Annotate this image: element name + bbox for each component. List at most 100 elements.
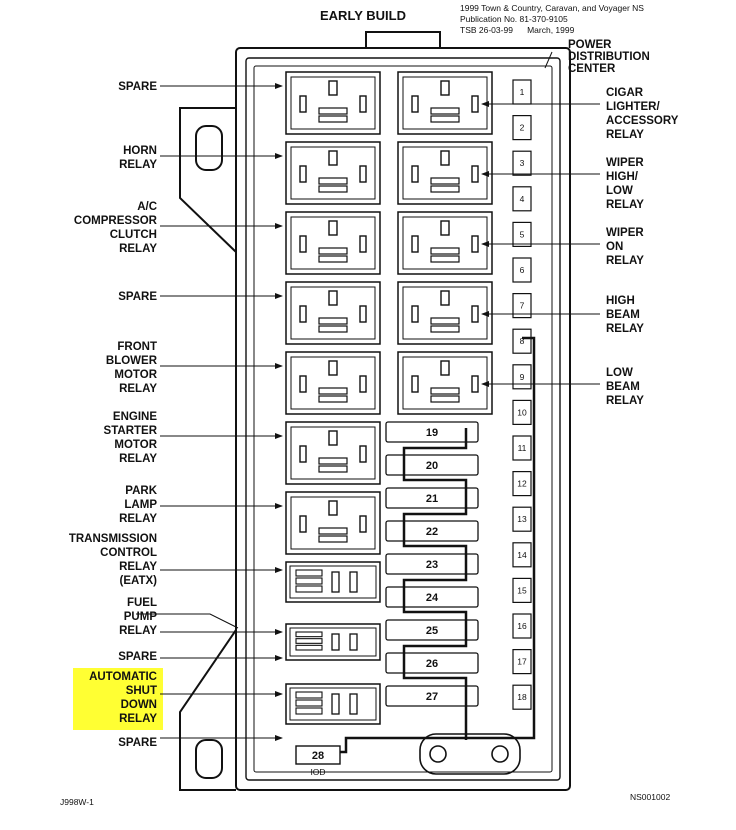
maxi-fuse-22[interactable]: 22 bbox=[385, 520, 479, 542]
maxi-fuse-number: 19 bbox=[426, 427, 438, 439]
relay-left-7[interactable] bbox=[285, 491, 381, 555]
label-line: MOTOR bbox=[114, 439, 157, 451]
fuse-15[interactable]: 15 bbox=[512, 577, 532, 604]
fuse-3[interactable]: 3 bbox=[512, 150, 532, 176]
left-label-4: SPARE bbox=[118, 291, 157, 303]
relay-left-5[interactable] bbox=[285, 351, 381, 415]
fuse-number: 17 bbox=[517, 657, 527, 667]
maxi-fuse-26[interactable]: 26 bbox=[385, 652, 479, 674]
relay-left-1[interactable] bbox=[285, 71, 381, 135]
fuse-number: 1 bbox=[520, 87, 525, 97]
fuse-number: 18 bbox=[517, 692, 527, 702]
iod-fuse[interactable]: 28 bbox=[295, 745, 341, 765]
fuse-5[interactable]: 5 bbox=[512, 221, 532, 247]
bus-bar-maxi bbox=[402, 428, 468, 740]
mini-relay-fuel-spare[interactable] bbox=[285, 623, 381, 661]
bracket-slot-bottom bbox=[195, 739, 223, 779]
fuse-2[interactable]: 2 bbox=[512, 114, 532, 141]
relay-left-6[interactable] bbox=[285, 421, 381, 485]
fuse-13[interactable]: 13 bbox=[512, 506, 532, 532]
label-line: BEAM bbox=[606, 309, 640, 321]
label-line: HORN bbox=[123, 145, 157, 157]
fuse-6[interactable]: 6 bbox=[512, 257, 532, 283]
relay-right-3[interactable] bbox=[397, 211, 493, 275]
label-line: LIGHTER/ bbox=[606, 101, 660, 113]
label-line: SPARE bbox=[118, 81, 157, 93]
fuse-7[interactable]: 7 bbox=[512, 293, 532, 319]
publication-line-1: 1999 Town & Country, Caravan, and Voyage… bbox=[460, 3, 644, 13]
fuse-8[interactable]: 8 bbox=[512, 328, 532, 354]
label-line: ON bbox=[606, 241, 623, 253]
label-line: RELAY bbox=[606, 129, 644, 141]
maxi-fuse-number: 26 bbox=[426, 658, 438, 670]
maxi-fuse-19[interactable]: 19 bbox=[385, 421, 479, 443]
left-label-12: SPARE bbox=[118, 737, 157, 749]
label-line: DOWN bbox=[121, 699, 157, 711]
label-line: (EATX) bbox=[120, 575, 158, 587]
right-label-2: WIPER HIGH/LOW RELAY bbox=[606, 157, 644, 211]
fuse-number: 6 bbox=[520, 265, 525, 275]
left-label-1: SPARE bbox=[118, 81, 157, 93]
relay-left-3[interactable] bbox=[285, 211, 381, 275]
relay-right-4[interactable] bbox=[397, 281, 493, 345]
maxi-fuse-number: 24 bbox=[426, 592, 439, 604]
maxi-fuse-25[interactable]: 25 bbox=[385, 619, 479, 641]
label-line: WIPER bbox=[606, 157, 644, 169]
label-line: RELAY bbox=[606, 199, 644, 211]
relay-right-1[interactable] bbox=[397, 71, 493, 135]
label-line: SPARE bbox=[118, 291, 157, 303]
label-line: HIGH/ bbox=[606, 171, 639, 183]
maxi-fuse-20[interactable]: 20 bbox=[385, 454, 479, 476]
label-line: SPARE bbox=[118, 737, 157, 749]
fuse-16[interactable]: 16 bbox=[512, 613, 532, 639]
fuse-11[interactable]: 11 bbox=[512, 435, 532, 461]
maxi-fuse-27[interactable]: 27 bbox=[385, 685, 479, 707]
fuse-10[interactable]: 10 bbox=[512, 399, 532, 425]
iod-label: IOD bbox=[310, 767, 325, 777]
fuse-1[interactable]: 1 bbox=[512, 79, 532, 105]
mini-relay-transmission[interactable] bbox=[285, 561, 381, 603]
label-line: FRONT bbox=[117, 341, 157, 353]
pdc-label-leader bbox=[544, 51, 553, 69]
fuse-14[interactable]: 14 bbox=[512, 542, 532, 568]
diagram-title: EARLY BUILD bbox=[320, 8, 406, 23]
publication-line-2: Publication No. 81-370-9105 bbox=[460, 14, 568, 24]
maxi-fuse-number: 20 bbox=[426, 460, 438, 472]
label-line: RELAY bbox=[119, 159, 157, 171]
label-line: LAMP bbox=[124, 499, 157, 511]
mounting-boss bbox=[419, 733, 521, 775]
fuse-number: 13 bbox=[517, 514, 527, 524]
fuse-17[interactable]: 17 bbox=[512, 648, 532, 675]
relay-left-4[interactable] bbox=[285, 281, 381, 345]
fuse-12[interactable]: 12 bbox=[512, 471, 532, 497]
label-line: MOTOR bbox=[114, 369, 157, 381]
label-line: LOW bbox=[606, 185, 633, 197]
pdc-housing bbox=[179, 31, 571, 791]
relay-right-5[interactable] bbox=[397, 351, 493, 415]
label-line: RELAY bbox=[606, 395, 644, 407]
relay-right-2[interactable] bbox=[397, 141, 493, 205]
fuse-4[interactable]: 4 bbox=[512, 186, 532, 212]
label-line: TRANSMISSION bbox=[69, 533, 157, 545]
mini-relay-asd[interactable] bbox=[285, 683, 381, 725]
fuse-18[interactable]: 18 bbox=[512, 684, 532, 710]
footer-right-code: NS001002 bbox=[630, 792, 670, 802]
relay-left-2[interactable] bbox=[285, 141, 381, 205]
maxi-fuse-23[interactable]: 23 bbox=[385, 553, 479, 575]
fuse-number: 2 bbox=[520, 123, 525, 133]
maxi-fuse-24[interactable]: 24 bbox=[385, 586, 479, 608]
fuse-9[interactable]: 9 bbox=[512, 364, 532, 390]
label-line: RELAY bbox=[606, 255, 644, 267]
maxi-fuse-21[interactable]: 21 bbox=[385, 487, 479, 509]
fuel-pump-leader-bend bbox=[136, 613, 239, 629]
fuse-number: 8 bbox=[520, 336, 525, 346]
label-line: RELAY bbox=[119, 453, 157, 465]
pdc-label-2: DISTRIBUTION bbox=[568, 51, 650, 63]
